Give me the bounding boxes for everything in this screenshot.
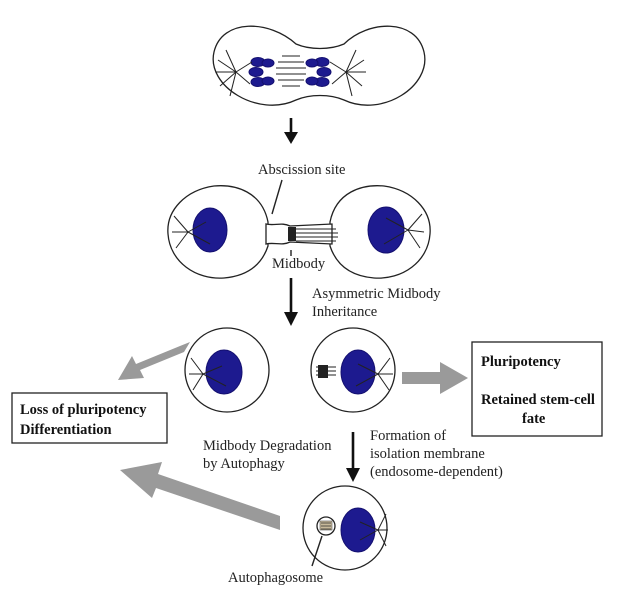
abscission-site-label: Abscission site [258,162,345,178]
daughter-cells-pair [167,185,431,279]
right-daughter-nucleus [367,206,405,254]
cell-without-midbody-nucleus [205,349,243,395]
right-chromosomes [305,57,332,87]
bridge-fibers [296,228,338,242]
cell-with-midbody-aster [355,357,393,391]
arrow-to-abscission [284,118,298,144]
degradation-label-2: by Autophagy [203,456,286,472]
left-chromosomes [248,57,275,87]
arrow-to-autophagosome [346,432,360,482]
autophagy-cell-aster [359,513,388,547]
pluripotency-box: Pluripotency Retained stem-cell fate [471,341,603,437]
pluripotency-box-line-3: fate [522,411,546,427]
grey-arrow-to-loss-top [118,342,190,380]
autophagy-cell [302,485,388,571]
left-daughter-aster [172,215,211,249]
loss-box-line-2: Differentiation [20,422,112,438]
dividing-cell [212,25,426,106]
loss-box-line-1: Loss of pluripotency [20,402,147,418]
degradation-label-1: Midbody Degradation [203,438,332,454]
midbody-label: Midbody [272,256,326,272]
midbody-block [288,227,296,241]
right-aster [329,49,366,97]
arrow-to-inheritance [284,278,298,326]
autophagosome-vesicle [316,516,336,536]
formation-label-2: isolation membrane [370,446,485,462]
formation-label-3: (endosome-dependent) [370,464,503,480]
pluripotency-box-line-2: Retained stem-cell [481,392,595,408]
cell-without-midbody [184,327,270,413]
central-spindle [276,55,306,87]
loss-of-pluripotency-box: Loss of pluripotency Differentiation [11,392,168,444]
right-daughter-aster [383,213,425,249]
cell-with-midbody-nucleus [340,349,376,395]
pluripotency-box-line-1: Pluripotency [481,354,561,370]
cell-without-midbody-aster [189,357,227,391]
grey-arrow-to-loss-bottom [120,462,280,530]
abscission-pointer [271,179,283,215]
left-aster [216,49,253,97]
grey-arrow-to-pluripotency [402,362,468,394]
cell-with-midbody [310,327,396,413]
asymmetric-inheritance-label-1: Asymmetric Midbody [312,286,441,302]
inherited-midbody [316,365,336,378]
autophagosome-pointer [311,535,323,567]
asymmetric-inheritance-label-2: Inheritance [312,304,377,320]
left-daughter-nucleus [192,207,228,253]
autophagosome-label: Autophagosome [228,570,323,586]
autophagy-cell-nucleus [340,507,376,553]
formation-label-1: Formation of [370,428,446,444]
